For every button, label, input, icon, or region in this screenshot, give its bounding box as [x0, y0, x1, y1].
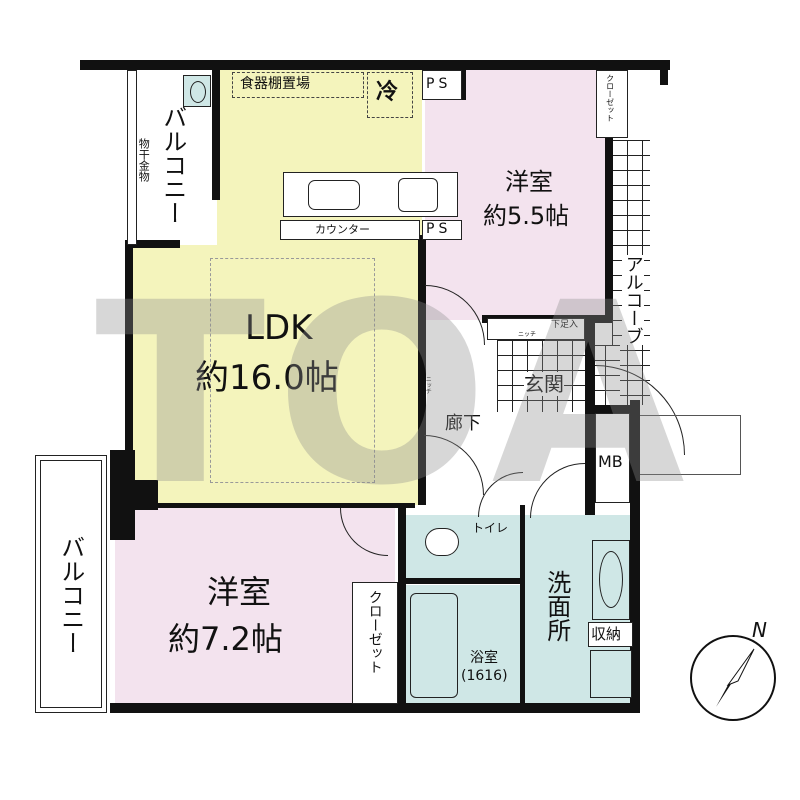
- niche-label-2: ニッチ: [424, 376, 432, 394]
- sink-icon: [308, 180, 360, 210]
- fridge-area: [367, 72, 413, 118]
- wall: [418, 235, 426, 505]
- closet-1-label: クローゼット: [605, 74, 615, 122]
- western2-size: 約7.2帖: [168, 620, 283, 658]
- wall: [460, 70, 466, 100]
- wall: [80, 60, 670, 70]
- compass-icon: [690, 635, 776, 721]
- bath-size: (1616): [461, 668, 508, 684]
- wall: [212, 70, 220, 200]
- ldk-name: LDK: [245, 308, 313, 348]
- ldk-size: 約16.0帖: [195, 358, 339, 398]
- wall: [630, 400, 640, 705]
- toilet-label: トイレ: [472, 521, 509, 535]
- cupboard-area: [232, 72, 364, 98]
- washing-machine-area: [590, 650, 632, 698]
- rug-area: [210, 258, 375, 483]
- outdoor-unit: [183, 75, 211, 107]
- wall: [398, 505, 406, 705]
- alcove-label: アルコーブ: [622, 255, 644, 345]
- bathtub: [410, 593, 458, 698]
- closet-1: [596, 70, 628, 138]
- washroom-label: 洗面所: [542, 570, 571, 642]
- closet-2: [352, 582, 398, 704]
- hallway-label: 廊下: [445, 413, 481, 434]
- clothes-hanger-label: 物干金物: [137, 138, 151, 182]
- toilet-icon: [425, 528, 459, 556]
- ps-lower-label: PS: [426, 221, 452, 237]
- mb-label: MB: [598, 452, 623, 471]
- cupboard-label: 食器棚置場: [240, 76, 310, 92]
- wall: [660, 60, 668, 85]
- wall: [585, 315, 595, 515]
- entrance-label: 玄関: [524, 372, 564, 396]
- wall: [605, 70, 613, 320]
- western2-name: 洋室: [207, 573, 272, 611]
- stove-icon: [398, 178, 438, 212]
- balcony-lower-rail: [40, 460, 102, 708]
- exterior-step: [640, 415, 741, 475]
- balcony-upper-label: バルコニー: [158, 105, 187, 225]
- wall: [520, 505, 525, 705]
- western1-name: 洋室: [505, 168, 553, 196]
- toilet-area: [405, 515, 520, 580]
- western1-size: 約5.5帖: [483, 202, 570, 230]
- niche-label-1: ニッチ: [518, 331, 537, 338]
- wall: [125, 245, 133, 455]
- balcony-upper: [127, 70, 137, 245]
- wall: [405, 578, 523, 584]
- shoe-box-label: 下足入: [551, 320, 579, 330]
- wall: [110, 703, 640, 713]
- ps-upper-label: PS: [426, 76, 452, 92]
- ps-lower: [422, 220, 462, 240]
- wall: [115, 503, 415, 508]
- compass-north-label: N: [752, 618, 767, 642]
- closet-2-label: クローゼット: [366, 590, 383, 674]
- shoe-box: [487, 318, 585, 340]
- counter-bar: [280, 220, 420, 240]
- western2-area: [115, 507, 395, 705]
- counter-label: カウンター: [315, 223, 370, 236]
- wash-basin: [592, 540, 630, 620]
- storage: [588, 622, 633, 647]
- wall: [125, 240, 180, 248]
- ps-upper: [422, 70, 462, 100]
- balcony-lower-label: バルコニー: [56, 535, 85, 655]
- fridge-label: 冷: [376, 80, 399, 105]
- mb: [595, 413, 630, 503]
- storage-label: 収納: [591, 625, 622, 643]
- bath-name: 浴室: [470, 650, 498, 666]
